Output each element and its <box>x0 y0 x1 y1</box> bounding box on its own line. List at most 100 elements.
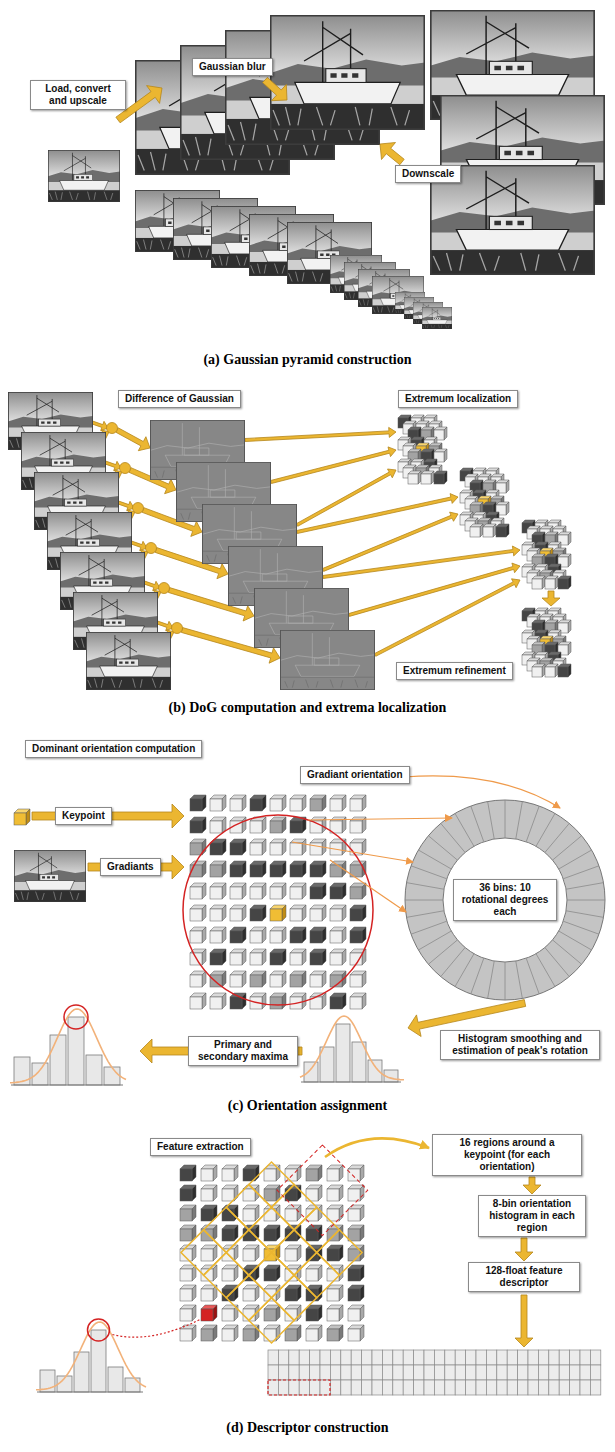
descriptor-cell <box>403 1350 413 1365</box>
descriptor-cell <box>497 1380 507 1395</box>
descriptor-cell <box>372 1365 382 1380</box>
subtract-node <box>107 423 118 434</box>
descriptor-cell <box>351 1380 361 1395</box>
descriptor-cell <box>445 1380 455 1395</box>
descriptor-cell <box>570 1365 580 1380</box>
descriptor-cell <box>382 1365 392 1380</box>
cube-front <box>327 1229 339 1241</box>
descriptor-cell <box>528 1380 538 1395</box>
cube-front <box>190 931 202 943</box>
cube-side <box>234 1165 238 1181</box>
region-square <box>317 1230 362 1275</box>
bin-divider <box>428 836 457 860</box>
descriptor-cell <box>341 1380 351 1395</box>
cube-front <box>350 931 362 943</box>
photo-image <box>422 307 452 329</box>
cube-side <box>282 993 286 1009</box>
cube-side <box>262 883 266 899</box>
cube-front <box>290 953 302 965</box>
cube-front <box>496 527 506 537</box>
cube-front <box>250 799 262 811</box>
bin-divider <box>559 931 592 950</box>
cube-front <box>408 474 418 484</box>
descriptor-cell <box>362 1350 372 1365</box>
cube-side <box>297 1305 301 1321</box>
yellow-arrow <box>271 447 396 484</box>
bin-divider <box>566 883 603 890</box>
bin-divider <box>567 900 605 901</box>
cube-side <box>192 1325 196 1341</box>
cube-side <box>342 927 346 943</box>
cube-front <box>350 821 362 833</box>
label-box: Dominant orientation computation <box>25 740 202 758</box>
cube-side <box>318 1205 322 1221</box>
cube-side <box>362 993 366 1009</box>
region-square <box>226 1230 271 1275</box>
descriptor-cell <box>414 1350 424 1365</box>
cube-side <box>282 817 286 833</box>
label-text: Downscale <box>402 168 454 180</box>
cube-front <box>180 1209 192 1221</box>
bin-divider <box>488 961 495 998</box>
cube-front <box>230 931 242 943</box>
descriptor-cell <box>434 1365 444 1380</box>
cube-front <box>230 975 242 987</box>
subtract-node <box>133 503 144 514</box>
cube-side <box>202 861 206 877</box>
descriptor-cell <box>372 1350 382 1365</box>
descriptor-cell <box>289 1350 299 1365</box>
cube-front <box>330 887 342 899</box>
cube-front <box>230 799 242 811</box>
cube-side <box>318 1325 322 1341</box>
cube-side <box>192 1165 196 1181</box>
cube-side <box>262 861 266 877</box>
yellow-arrow <box>374 579 520 657</box>
cube-side <box>262 795 266 811</box>
descriptor-cell <box>476 1350 486 1365</box>
cube-side <box>342 883 346 899</box>
descriptor-cell <box>403 1365 413 1380</box>
descriptor-cell <box>320 1350 330 1365</box>
cube-front <box>210 865 222 877</box>
cube-front <box>290 799 302 811</box>
descriptor-cell <box>466 1350 476 1365</box>
orientation-arrow <box>330 860 406 912</box>
cube-front <box>243 1249 255 1261</box>
label-text: Primary and secondary maxima <box>195 1039 291 1063</box>
cube-side <box>444 427 447 440</box>
orientation-ring <box>424 819 586 981</box>
orientation-arrow <box>404 776 560 808</box>
descriptor-cell <box>549 1350 559 1365</box>
cube-front <box>222 1309 234 1321</box>
cube-front <box>330 997 342 1009</box>
descriptor-cell <box>424 1350 434 1365</box>
cube-front <box>230 843 242 855</box>
cube-side <box>242 795 246 811</box>
descriptor-cell <box>299 1380 309 1395</box>
region-square <box>249 1207 294 1252</box>
label-text: 16 regions around a keypoint (for each o… <box>439 1137 575 1173</box>
label-box: Extremum refinement <box>396 662 513 680</box>
cube-front <box>201 1309 213 1321</box>
descriptor-cell <box>351 1350 361 1365</box>
cube-side <box>202 905 206 921</box>
cube-side <box>242 971 246 987</box>
cube-front <box>285 1189 297 1201</box>
descriptor-cell <box>476 1365 486 1380</box>
cube-front <box>348 1289 360 1301</box>
bin-divider <box>545 947 569 976</box>
cube-side <box>555 664 558 677</box>
cube-front <box>180 1329 192 1341</box>
histogram-bar <box>336 1024 350 1082</box>
cube-front <box>290 931 302 943</box>
descriptor-cell <box>310 1365 320 1380</box>
cube-front <box>421 474 431 484</box>
cube-side <box>322 949 326 965</box>
cube-side <box>318 1225 322 1241</box>
descriptor-cell <box>393 1350 403 1365</box>
cube-front <box>330 953 342 965</box>
yellow-arrow <box>263 77 287 100</box>
cube-side <box>360 1205 364 1221</box>
cube-side <box>222 993 226 1009</box>
cube-front <box>250 843 262 855</box>
